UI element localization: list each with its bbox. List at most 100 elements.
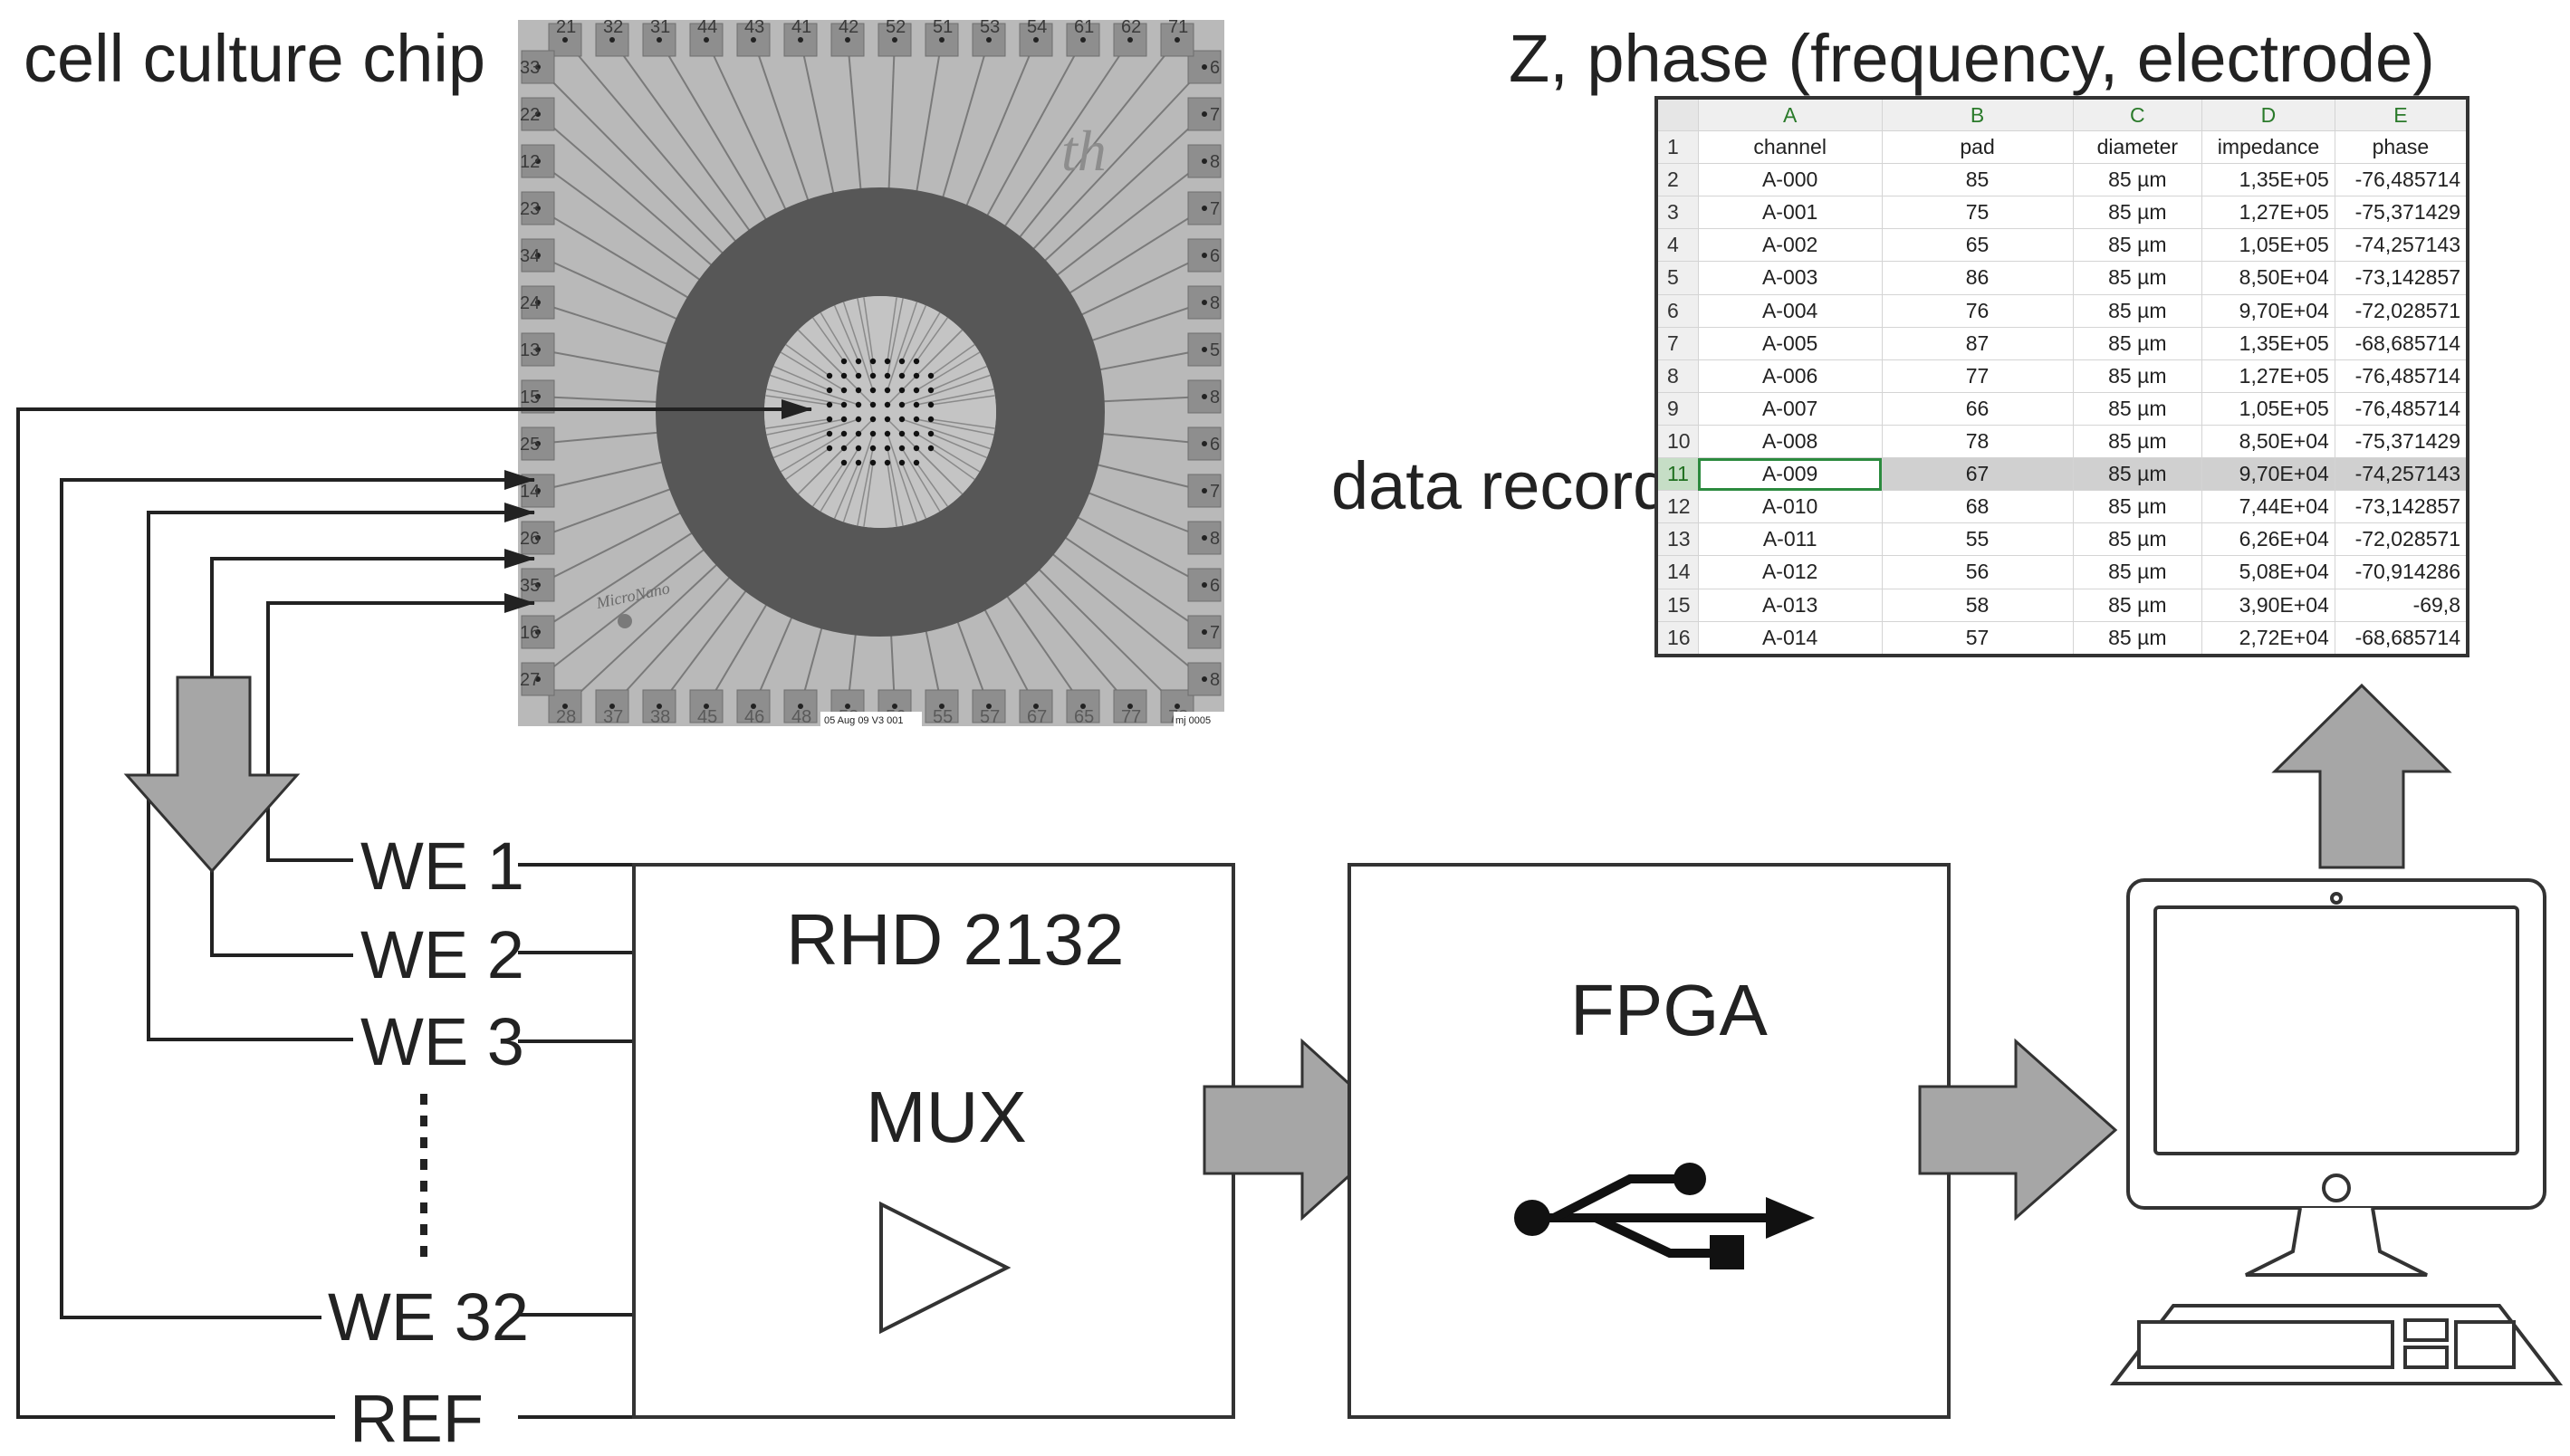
chip-pad-number: 51 [933,17,953,37]
microelectrode [840,358,848,365]
table-cell: 85 µm [2072,293,2203,328]
table-cell: -72,028571 [2334,293,2469,328]
chip-corner-label-bar [1174,712,1224,726]
table-cell: 8,50E+04 [2201,261,2335,295]
electrode-trace [857,447,874,526]
chip-pad-number: 65 [1074,707,1094,727]
table-cell: -75,371429 [2334,196,2469,230]
table-cell: -76,485714 [2334,359,2469,393]
microelectrode [826,416,833,423]
microelectrode [884,430,891,437]
chip-pad-number: 32 [603,17,623,37]
we1-wire [266,593,535,862]
electrode-label-ref: REF [350,1381,484,1456]
column-letter: A [1697,97,1883,131]
chip-pad-dot [1202,488,1207,493]
microelectrode [898,358,906,365]
chip-pad-number: 16 [520,623,540,643]
microelectrode [855,372,862,379]
chip-pad-dot [535,676,541,682]
electrode-label-we3: WE 3 [360,1004,524,1079]
table-cell: 75 [1881,196,2074,230]
table-cell: -74,257143 [2334,457,2469,492]
microelectrode [898,401,906,408]
we32-wire [60,470,535,1319]
electrode-trace [916,317,949,362]
chip-pad-number: 15 [520,388,540,407]
chip-pad-number: 23 [520,199,540,219]
table-cell: -73,142857 [2334,261,2469,295]
microelectrode [927,387,935,394]
chip-pad-number: 42 [839,17,858,37]
table-cell: -76,485714 [2334,391,2469,426]
electrode-trace [863,462,874,527]
microelectrode [913,445,920,452]
chip-pad-number: 26 [520,529,540,549]
table-cell: A-000 [1697,163,1883,197]
microelectrode [884,445,891,452]
row-number: 2 [1655,163,1699,197]
table-cell: 85 µm [2072,196,2203,230]
electrode-trace [901,374,991,406]
chip-pad-number: 21 [556,17,576,37]
microelectrode [855,416,862,423]
table-cell: 66 [1881,391,2074,426]
table-cell: 85 µm [2072,457,2203,492]
table-cell: A-014 [1697,620,1883,656]
header-cell: diameter [2072,129,2203,165]
microelectrode [927,401,935,408]
electrode-trace [811,317,845,362]
chip-pad-dot [535,582,541,588]
chip-pad-number: 8 [1210,293,1220,313]
chip-pad-dot [892,37,897,43]
chip-pad-dot [798,37,803,43]
chip-pad-number: 33 [520,58,540,78]
chip-pad-dot [535,535,541,541]
table-cell: 85 µm [2072,261,2203,295]
chip-pad-number: 27 [520,670,540,690]
electrode-trace [765,418,830,429]
chip-pad-dot [1202,676,1207,682]
microelectrode [884,401,891,408]
chip-pad-dot [845,37,850,43]
table-cell: A-003 [1697,261,1883,295]
electrode-trace [916,462,949,507]
chip-pad-dot [845,704,850,709]
chip-dark-ring [656,187,1105,637]
table-cell: 1,27E+05 [2201,359,2335,393]
row-number: 15 [1655,588,1699,622]
microelectrode [913,416,920,423]
microelectrode [927,372,935,379]
table-cell: 76 [1881,293,2074,328]
electrode-trace [780,433,845,473]
electrode-trace [863,297,874,362]
microelectrode [869,401,877,408]
table-cell: 87 [1881,326,2074,360]
chip-pad-number: 8 [1210,529,1220,549]
chip-pad-dot [657,704,662,709]
chip-pad-number: 6 [1210,576,1220,596]
table-cell: 85 µm [2072,555,2203,589]
electrode-trace [916,418,994,436]
header-cell: phase [2334,129,2469,165]
row-number: 5 [1655,261,1699,295]
chip-pad-number: 54 [1027,17,1047,37]
electrode-trace [916,447,964,495]
microelectrode [840,430,848,437]
chip-pad-number: 45 [697,707,717,727]
chip-pad-number: 55 [933,707,953,727]
chip-pad-number: 67 [1027,707,1047,727]
electrode-trace [916,433,981,473]
table-cell: A-002 [1697,228,1883,263]
chip-pad-dot [1033,37,1039,43]
mux-box [632,863,1235,1419]
electrode-trace [766,418,845,436]
sheet-corner [1655,97,1699,131]
